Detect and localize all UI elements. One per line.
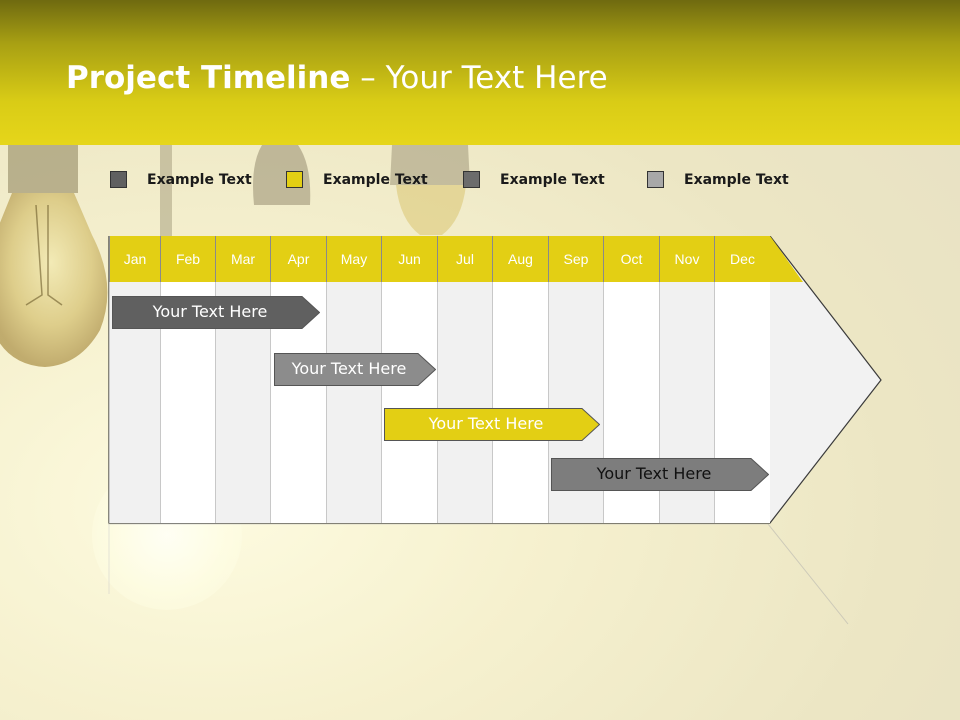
month-label-may: May (326, 236, 381, 282)
legend-swatch (286, 171, 303, 188)
month-label-jan: Jan (109, 236, 160, 282)
legend-swatch (110, 171, 127, 188)
month-label-oct: Oct (603, 236, 659, 282)
legend-label: Example Text (500, 172, 605, 188)
legend-label: Example Text (684, 172, 789, 188)
page-title: Project Timeline – Your Text Here (66, 60, 608, 96)
legend-label: Example Text (323, 172, 428, 188)
legend-swatch (463, 171, 480, 188)
header-banner: Project Timeline – Your Text Here (0, 0, 960, 145)
month-label-aug: Aug (492, 236, 548, 282)
timeline-reflection (108, 524, 849, 625)
light-bulb-background-image (0, 145, 470, 367)
legend-swatch (647, 171, 664, 188)
month-column-jul (437, 282, 492, 523)
task-bar-shape (384, 408, 600, 441)
task-bar-shape (112, 296, 320, 329)
month-column-may (326, 282, 381, 523)
task-bar-label: Your Text Here (428, 414, 544, 433)
month-label-jul: Jul (437, 236, 492, 282)
task-bar-label: Your Text Here (291, 359, 407, 378)
month-label-nov: Nov (659, 236, 714, 282)
task-bar-label: Your Text Here (152, 302, 268, 321)
task-bar-label: Your Text Here (596, 464, 712, 483)
legend-label: Example Text (147, 172, 252, 188)
month-column-jun (381, 282, 437, 523)
month-column-aug (492, 282, 548, 523)
month-label-feb: Feb (160, 236, 215, 282)
month-label-dec: Dec (714, 236, 770, 282)
month-label-apr: Apr (270, 236, 326, 282)
month-label-jun: Jun (381, 236, 437, 282)
task-bar-shape (551, 458, 769, 491)
title-rest: – Your Text Here (350, 60, 608, 96)
month-label-sep: Sep (548, 236, 603, 282)
month-label-mar: Mar (215, 236, 270, 282)
task-bar-shape (274, 353, 436, 386)
title-bold: Project Timeline (66, 60, 351, 96)
